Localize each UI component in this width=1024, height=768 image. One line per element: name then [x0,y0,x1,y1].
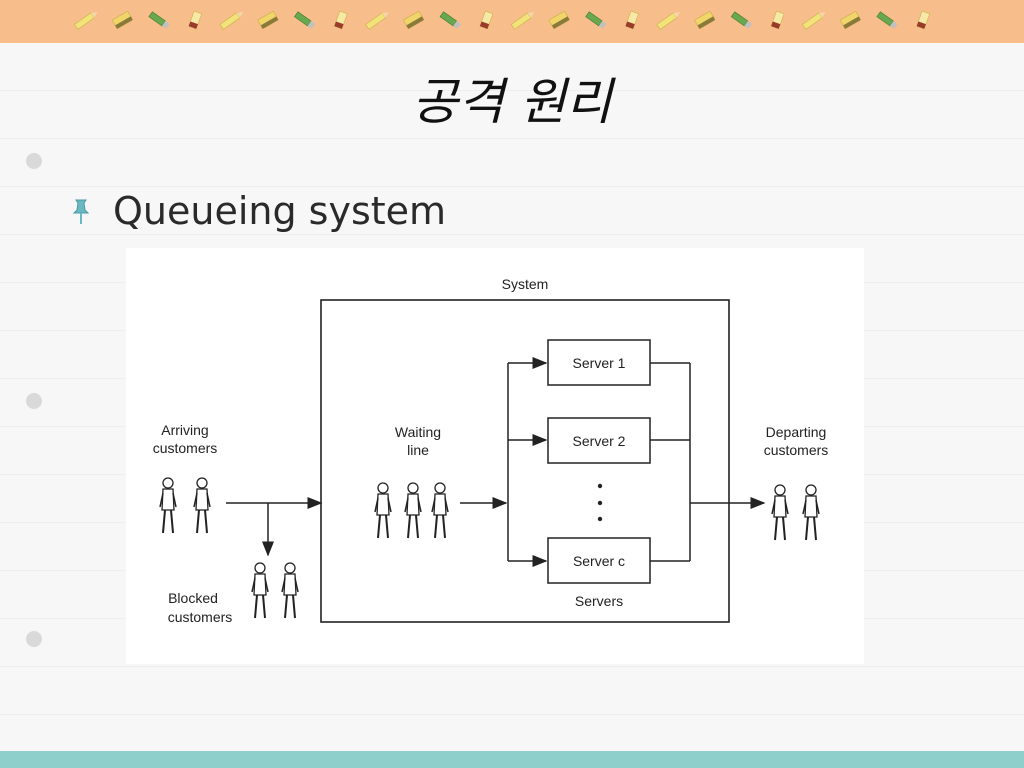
binder-hole [26,153,42,169]
bottom-decoration-band [0,751,1024,768]
slide-title: 공격 원리 [412,73,612,131]
waiting-label-line1: Waiting [395,424,441,440]
waiting-customer-figure [431,482,449,539]
servers-label: Servers [575,593,623,609]
system-box [320,299,730,623]
pencil-icon [730,11,752,29]
pencil-icon [294,11,316,29]
server-c-box [547,537,651,584]
pencil-icon [148,11,170,29]
eraser-icon [840,11,861,29]
blocked-customer-figure [251,562,269,619]
pencil-icon [439,11,461,29]
eraser-icon [257,11,279,29]
arriving-label-line1: Arriving [161,422,208,438]
waiting-label-line2: line [407,442,429,458]
blocked-label-line2: customers [168,609,233,625]
server-2-label: Server 2 [573,433,626,449]
binder-hole [26,393,42,409]
pencil-icon [876,11,898,29]
eraser-icon [403,11,424,29]
departing-customer-figure [802,484,820,541]
arriving-customer-figure [159,477,177,534]
pencil-icon [365,11,389,30]
ellipsis-dot [597,516,603,522]
pencil-icon [802,11,826,30]
eraser-icon [112,11,133,29]
server-c-label: Server c [573,553,625,569]
bullet-text: Queueing system [113,189,447,233]
pushpin-icon [72,199,90,224]
blocked-customer-figure [281,562,299,619]
departing-label-line1: Departing [766,424,827,440]
waiting-customer-figure [374,482,392,539]
departing-customer-figure [771,484,789,541]
queueing-system-diagram: System Arriving customers Blocked custom… [126,248,864,664]
server-1-label: Server 1 [573,355,626,371]
eraser-icon [548,11,570,29]
pencil-icon [510,11,535,30]
eraser-icon [479,10,494,30]
arriving-label-line2: customers [153,440,218,456]
ellipsis-dot [597,500,603,506]
departing-label-line2: customers [764,442,829,458]
pencil-eraser-pattern [74,10,931,30]
eraser-icon [188,10,203,30]
arriving-customer-figure [193,477,211,534]
pencil-icon [219,11,244,30]
eraser-icon [770,10,785,30]
eraser-icon [333,10,348,30]
top-decoration-band [0,0,1024,43]
blocked-label-line1: Blocked [168,590,218,606]
eraser-icon [625,10,639,30]
eraser-icon [916,10,931,30]
waiting-customer-figure [404,482,422,539]
system-label: System [502,276,549,292]
binder-hole [26,631,42,647]
eraser-icon [694,11,716,29]
pencil-icon [74,11,98,30]
pencil-icon [585,11,607,29]
ellipsis-dot [597,483,603,489]
server-1-box [547,339,651,386]
pencil-icon [656,11,680,30]
